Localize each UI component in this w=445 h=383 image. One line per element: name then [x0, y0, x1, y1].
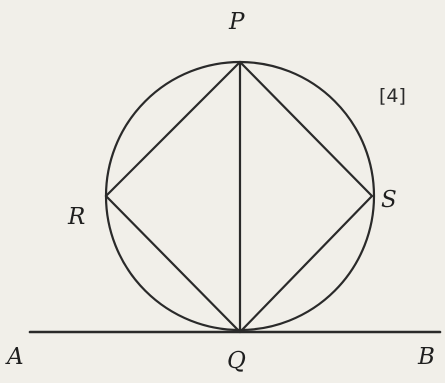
chord-sq — [238, 194, 374, 334]
label-r: R — [67, 204, 85, 230]
label-q: Q — [227, 348, 246, 374]
chord-pr — [104, 60, 242, 198]
label-s: S — [381, 187, 397, 213]
marks-label: [4] — [379, 85, 406, 107]
chord-rq — [104, 194, 242, 334]
chord-ps — [238, 60, 374, 198]
label-a: A — [5, 344, 24, 370]
label-p: P — [228, 9, 245, 35]
label-b: B — [417, 344, 435, 370]
